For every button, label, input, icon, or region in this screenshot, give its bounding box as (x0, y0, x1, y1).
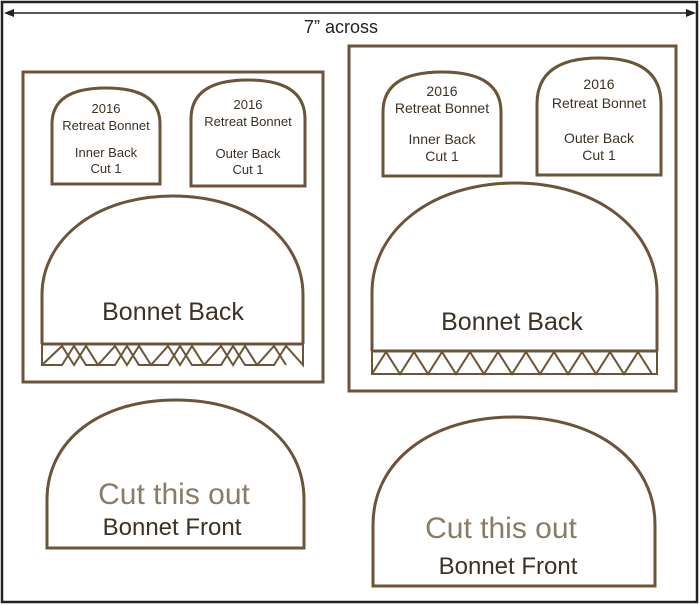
right-outer-cut: Cut 1 (582, 147, 616, 163)
left-inner-year: 2016 (92, 101, 121, 116)
right-zigzag-frame (371, 351, 658, 375)
arrow-left-head (4, 9, 14, 17)
right-outer-piece: Outer Back (564, 130, 635, 146)
left-inner-piece: Inner Back (75, 145, 138, 160)
left-outer-piece: Outer Back (215, 146, 281, 161)
right-zigzag-teeth (371, 350, 653, 376)
left-bonnet-back-label: Bonnet Back (102, 298, 244, 326)
left-outer-year: 2016 (234, 97, 263, 112)
right-inner-title: Retreat Bonnet (395, 100, 489, 116)
right-inner-back-piece: 2016 Retreat Bonnet Inner Back Cut 1 (381, 70, 503, 178)
measure-label: 7” across (304, 17, 378, 37)
left-zigzag-teeth (41, 344, 287, 367)
right-outer-back-piece: 2016 Retreat Bonnet Outer Back Cut 1 (535, 56, 663, 177)
left-outer-title: Retreat Bonnet (204, 114, 292, 129)
arrow-right-head (686, 9, 696, 17)
right-outer-year: 2016 (583, 76, 614, 92)
right-inner-year: 2016 (426, 83, 457, 99)
right-bonnet-front-piece: Cut this out Bonnet Front (371, 415, 657, 588)
left-cutting-box (21, 70, 325, 384)
left-front-cut-label: Cut this out (98, 478, 250, 511)
left-inner-cut: Cut 1 (90, 161, 121, 176)
right-front-cut-label: Cut this out (425, 512, 577, 545)
right-inner-piece: Inner Back (409, 131, 477, 147)
measure-arrow: 7” across (4, 9, 696, 37)
left-bonnet-back-piece: Bonnet Back (40, 194, 305, 368)
left-inner-back-piece: 2016 Retreat Bonnet Inner Back Cut 1 (50, 86, 162, 186)
left-outer-cut: Cut 1 (232, 162, 263, 177)
left-outer-back-piece: 2016 Retreat Bonnet Outer Back Cut 1 (189, 78, 307, 188)
right-cutting-box (347, 44, 678, 393)
right-bonnet-back-piece: Bonnet Back (370, 181, 659, 376)
left-front-name: Bonnet Front (103, 514, 242, 541)
left-inner-title: Retreat Bonnet (62, 118, 150, 133)
right-front-name: Bonnet Front (439, 553, 578, 580)
right-inner-cut: Cut 1 (425, 148, 459, 164)
left-bonnet-front-piece: Cut this out Bonnet Front (45, 398, 306, 550)
right-outer-title: Retreat Bonnet (552, 95, 646, 111)
right-bonnet-back-label: Bonnet Back (441, 308, 583, 336)
